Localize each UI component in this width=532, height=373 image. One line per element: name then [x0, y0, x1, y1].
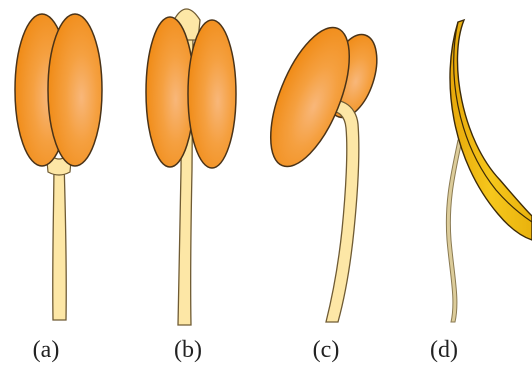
label-b: (b) — [158, 336, 218, 364]
anther-lobe-b-right — [188, 20, 236, 168]
filament-a — [53, 160, 67, 320]
stamen-b — [146, 9, 236, 325]
filament-c — [326, 101, 359, 322]
stamen-a — [15, 14, 102, 320]
anther-lobe-a-right — [48, 14, 102, 166]
anther-lobe-b-left — [146, 17, 194, 167]
label-a: (a) — [16, 336, 76, 364]
stamen-c — [254, 17, 386, 322]
label-d: (d) — [414, 336, 474, 364]
filament-d — [446, 140, 462, 322]
label-c: (c) — [296, 336, 356, 364]
stamen-d — [446, 20, 532, 322]
anther-d-withered — [450, 20, 532, 240]
